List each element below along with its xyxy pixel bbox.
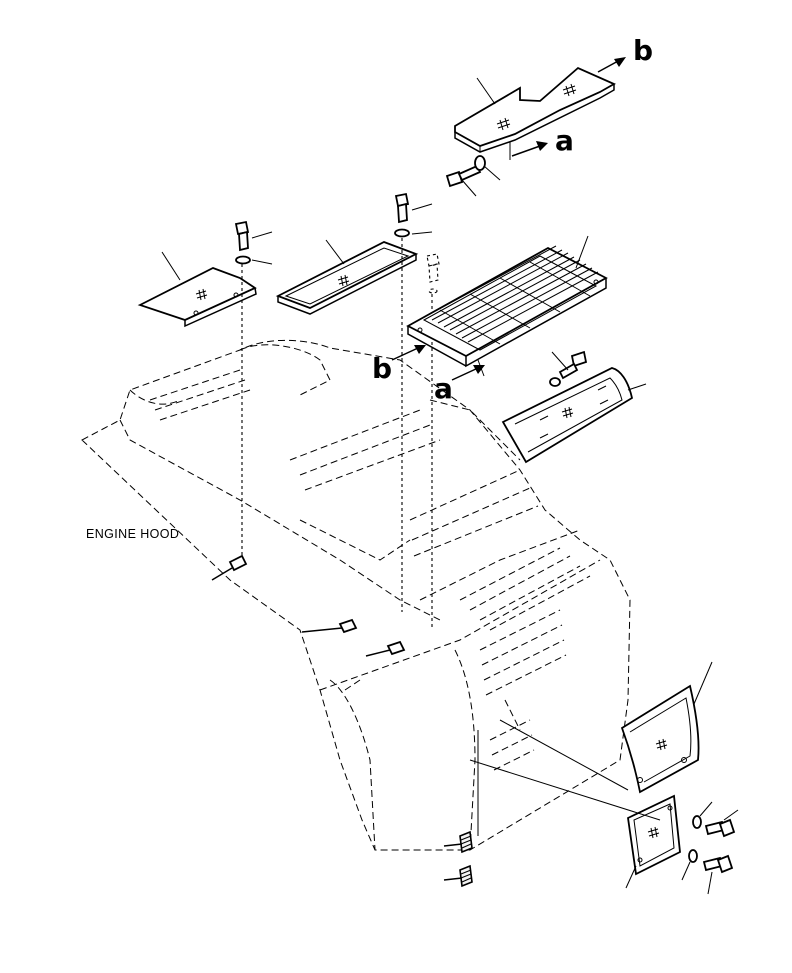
washer xyxy=(688,849,698,863)
leader-line xyxy=(301,627,343,633)
grille-cover xyxy=(406,245,608,368)
top-cover-plate xyxy=(454,66,616,153)
leader-line xyxy=(551,351,569,371)
leader-line xyxy=(461,179,477,197)
arrow-b-mid: b xyxy=(372,345,426,385)
leader-line xyxy=(625,865,637,889)
leader-line xyxy=(365,649,391,657)
leader-line xyxy=(723,809,739,821)
leader-line xyxy=(251,231,273,239)
hatch-mark-icon xyxy=(561,406,574,419)
clip xyxy=(386,640,406,656)
leader-line xyxy=(325,239,345,265)
leader-line xyxy=(161,251,181,281)
grille-slats xyxy=(422,245,599,351)
hatch-mark-icon xyxy=(655,738,668,751)
washer xyxy=(692,815,702,829)
washer xyxy=(394,228,410,238)
washer xyxy=(549,377,561,387)
svg-text:a: a xyxy=(555,124,574,157)
bolt xyxy=(234,220,250,252)
hatch-mark-icon xyxy=(647,826,660,839)
clip xyxy=(338,618,358,634)
svg-text:b: b xyxy=(372,352,392,385)
leader-line xyxy=(251,259,273,265)
leader-line xyxy=(707,871,713,895)
leader-line xyxy=(693,661,713,705)
guide-line xyxy=(499,719,629,791)
washer xyxy=(474,155,486,171)
leader-line xyxy=(443,843,463,847)
center-cover-plate xyxy=(275,241,419,315)
curved-side-cover xyxy=(501,367,634,464)
leader-line xyxy=(627,383,647,391)
clip xyxy=(228,554,248,572)
hatch-mark-icon xyxy=(337,274,350,287)
left-cover-plate xyxy=(137,267,257,328)
arrow-a-top: a xyxy=(509,124,574,160)
leader-line xyxy=(411,231,433,235)
svg-text:b: b xyxy=(633,34,653,67)
engine-hood-body xyxy=(81,339,631,851)
svg-text:a: a xyxy=(434,372,453,405)
leader-line xyxy=(681,861,691,881)
bolt xyxy=(394,192,410,224)
leader-line xyxy=(575,235,589,269)
spring-nut xyxy=(459,830,473,854)
leader-line xyxy=(699,801,713,817)
bolt xyxy=(426,253,440,294)
guide-line xyxy=(469,759,661,821)
arrow-a-mid: a xyxy=(434,359,485,405)
hatch-mark-icon xyxy=(562,83,577,97)
leader-line xyxy=(211,567,233,581)
lower-right-panel xyxy=(620,684,700,794)
washer xyxy=(235,255,251,265)
bolt xyxy=(704,818,736,838)
engine-hood-label: ENGINE HOOD xyxy=(86,527,179,541)
hatch-mark-icon xyxy=(195,288,208,301)
bolt xyxy=(558,350,588,380)
hatch-mark-icon xyxy=(496,117,511,131)
spring-nut xyxy=(459,864,473,888)
bolt xyxy=(702,854,734,874)
leader-line xyxy=(476,77,496,105)
small-cover-plate xyxy=(627,794,681,876)
leader-line xyxy=(411,203,433,211)
leader-line xyxy=(483,165,501,181)
bolt xyxy=(445,164,482,188)
arrow-b-top: b xyxy=(597,34,653,73)
leader-line xyxy=(443,877,463,881)
